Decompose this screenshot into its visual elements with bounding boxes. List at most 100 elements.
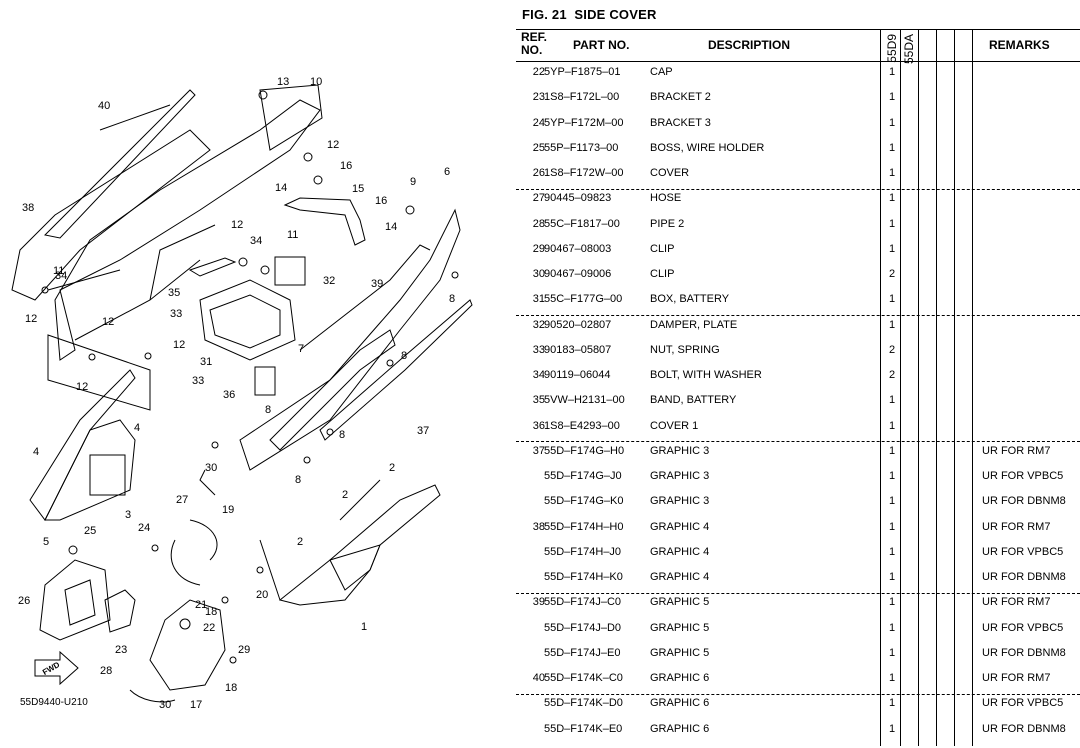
quantity-cell: 1 [888, 318, 896, 331]
quantity-cell: 1 [888, 722, 896, 735]
group-separator [516, 315, 1080, 316]
ref-cell: 26 [532, 167, 545, 179]
header-model-55da: 55DA [902, 34, 916, 65]
callout-number: 4 [134, 422, 141, 434]
quantity-cell: 1 [888, 672, 896, 684]
description-cell: BOX, BATTERY [650, 293, 730, 306]
part-number-cell: 55D–F174K–C0 [544, 672, 623, 684]
remarks-cell: UR FOR VPBC5 [982, 470, 1064, 482]
part-number-cell: 90467–08003 [544, 242, 612, 255]
description-cell: CLIP [650, 268, 675, 280]
description-cell: GRAPHIC 3 [650, 444, 710, 457]
description-cell: GRAPHIC 5 [650, 646, 710, 659]
ref-cell: 24 [532, 116, 545, 129]
part-number-cell: 55D–F174G–J0 [544, 470, 622, 482]
description-cell: GRAPHIC 6 [650, 697, 710, 710]
ref-cell: 23 [532, 91, 545, 104]
description-cell: COVER 1 [650, 419, 699, 432]
description-cell: BRACKET 2 [650, 91, 711, 104]
part-number-cell: 55D–F174H–K0 [544, 571, 623, 583]
callout-number: 38 [22, 202, 35, 214]
callout-number: 33 [192, 375, 205, 387]
description-cell: GRAPHIC 3 [650, 495, 710, 508]
quantity-cell: 1 [888, 217, 896, 230]
ref-cell: 28 [532, 217, 545, 230]
ref-cell: 30 [532, 268, 545, 280]
callout-number: 23 [115, 644, 128, 656]
callout-number: 13 [277, 76, 290, 88]
part-number-cell: 1S8–E4293–00 [544, 419, 620, 432]
column-divider [918, 29, 919, 746]
callout-number: 6 [444, 166, 451, 178]
callout-number: 10 [310, 76, 323, 88]
part-number-cell: 55C–F177G–00 [544, 293, 623, 306]
part-number-cell: 55C–F1817–00 [544, 217, 620, 230]
callout-number: 32 [323, 275, 336, 287]
quantity-cell: 2 [888, 369, 896, 381]
callout-number: 30 [159, 699, 172, 711]
callout-number: 3 [125, 509, 132, 521]
column-divider [954, 29, 955, 746]
ref-cell: 33 [532, 343, 545, 356]
table-header: REF. NO. PART NO. DESCRIPTION 55D9 55DA … [516, 29, 1080, 65]
figure-title: FIG. 21 SIDE COVER [522, 7, 657, 22]
part-number-cell: 5YP–F172M–00 [544, 116, 624, 129]
callout-number: 15 [352, 183, 365, 195]
header-ref: REF. NO. [521, 30, 548, 57]
callout-number: 11 [287, 229, 299, 241]
callout-number: 16 [375, 195, 388, 207]
ref-cell: 29 [532, 242, 545, 255]
callout-number: 28 [100, 665, 113, 677]
ref-cell: 22 [532, 66, 545, 78]
column-divider [900, 29, 901, 746]
description-cell: COVER [650, 167, 690, 179]
description-cell: CLIP [650, 242, 675, 255]
part-number-cell: 5VW–H2131–00 [544, 394, 625, 407]
ref-cell: 31 [532, 293, 545, 306]
callout-number: 14 [385, 221, 398, 233]
ref-cell: 36 [532, 419, 545, 432]
callout-number: 11 [53, 265, 65, 277]
part-number-cell: 55D–F174H–J0 [544, 545, 622, 558]
description-cell: GRAPHIC 6 [650, 672, 710, 684]
group-separator [516, 441, 1080, 443]
header-part-no: PART NO. [573, 38, 630, 52]
callout-number: 8 [401, 350, 408, 362]
description-cell: GRAPHIC 4 [650, 520, 710, 533]
callout-number: 37 [417, 425, 430, 437]
ref-cell: 39 [532, 596, 545, 609]
callout-number: 18 [225, 682, 238, 694]
callout-number: 8 [265, 404, 272, 416]
ref-cell: 37 [532, 444, 545, 457]
callout-number: 8 [449, 293, 456, 305]
callout-number: 2 [342, 489, 349, 501]
part-number-cell: 90183–05807 [544, 343, 612, 356]
ref-cell: 27 [532, 192, 545, 205]
parts-table: REF. NO. PART NO. DESCRIPTION 55D9 55DA … [516, 29, 1080, 746]
group-separator [516, 188, 1080, 190]
callout-number: 8 [295, 474, 302, 486]
description-cell: DAMPER, PLATE [650, 318, 738, 331]
description-cell: CAP [650, 66, 673, 78]
remarks-cell: UR FOR DBNM8 [982, 495, 1066, 508]
part-number-cell: 90520–02807 [544, 318, 612, 331]
header-model-55d9: 55D9 [885, 34, 899, 63]
quantity-cell: 1 [888, 545, 896, 558]
callout-number: 1 [361, 621, 368, 633]
